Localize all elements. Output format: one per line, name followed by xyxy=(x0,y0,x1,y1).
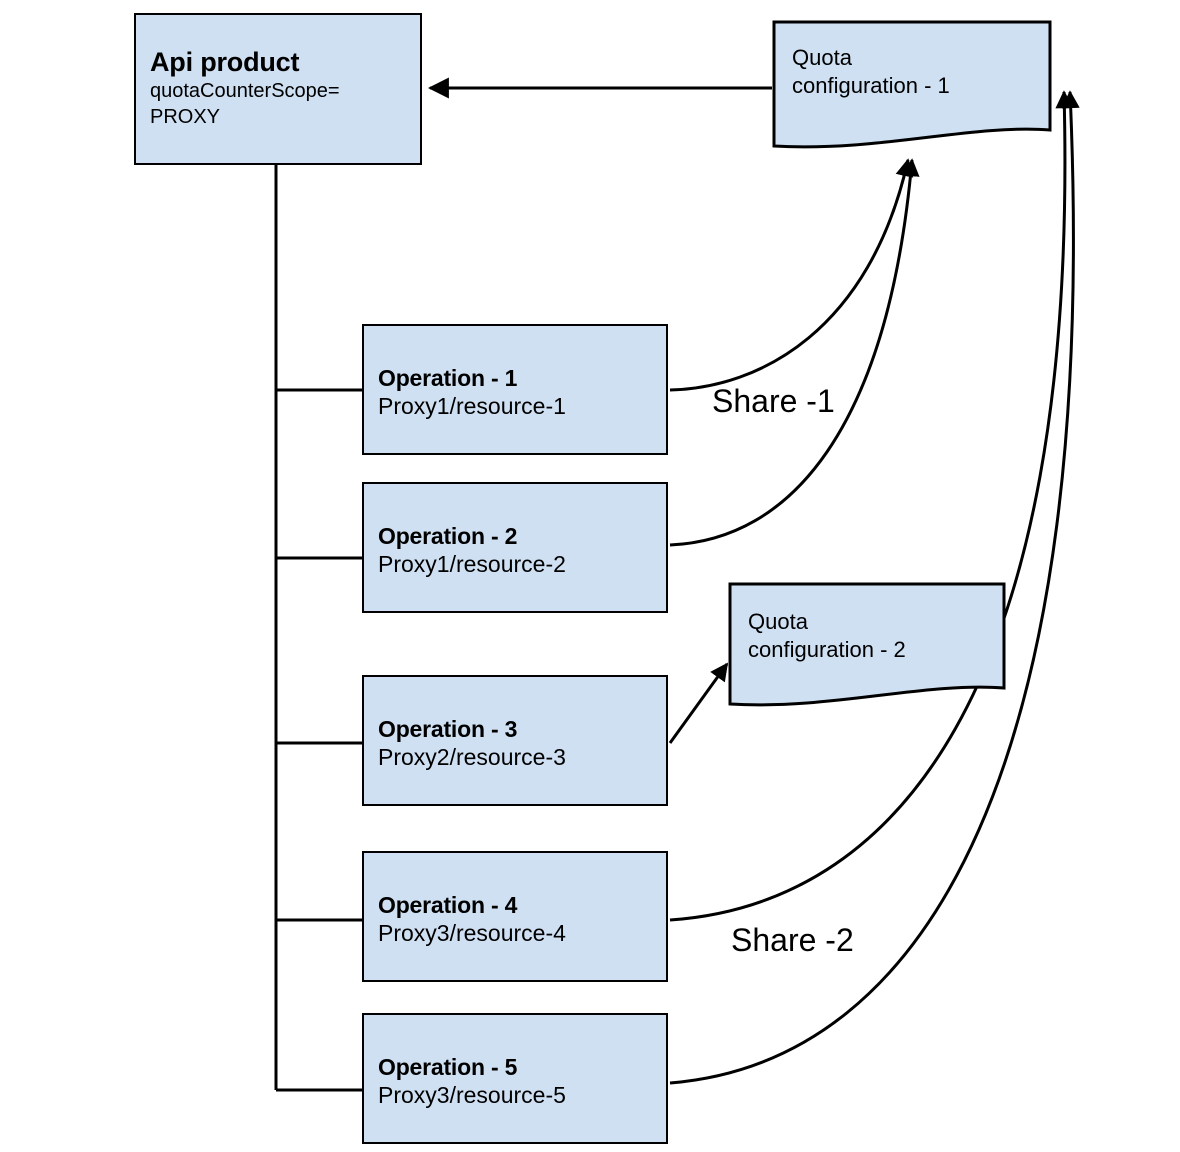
node-operation-2-path: Proxy1/resource-2 xyxy=(378,551,566,578)
node-operation-4-title: Operation - 4 xyxy=(378,892,518,918)
node-api-product-title: Api product xyxy=(150,47,300,77)
node-operation-4[interactable]: Operation - 4 Proxy3/resource-4 xyxy=(362,851,668,982)
document-shape-icon xyxy=(772,20,1052,149)
edge-label-share-2: Share -2 xyxy=(731,922,854,958)
node-api-product-text: Api product quotaCounterScope= PROXY xyxy=(150,46,410,130)
node-operation-5[interactable]: Operation - 5 Proxy3/resource-5 xyxy=(362,1013,668,1144)
node-operation-5-title: Operation - 5 xyxy=(378,1054,518,1080)
edge-op1-to-quota1 xyxy=(669,158,914,392)
node-quota-configuration-1-text: Quota configuration - 1 xyxy=(792,44,1044,99)
node-quota-configuration-1-line2: configuration - 1 xyxy=(792,72,950,98)
node-operation-1-title: Operation - 1 xyxy=(378,365,518,391)
node-operation-1[interactable]: Operation - 1 Proxy1/resource-1 xyxy=(362,324,668,455)
node-quota-configuration-2-line2: configuration - 2 xyxy=(748,636,906,662)
node-operation-4-path: Proxy3/resource-4 xyxy=(378,920,566,947)
node-api-product-line2: quotaCounterScope= xyxy=(150,79,340,102)
node-operation-2-text: Operation - 2 Proxy1/resource-2 xyxy=(378,522,656,578)
edge-op2-to-quota1 xyxy=(669,158,920,547)
node-operation-3-text: Operation - 3 Proxy2/resource-3 xyxy=(378,715,656,771)
node-operation-5-path: Proxy3/resource-5 xyxy=(378,1082,566,1109)
node-quota-configuration-2[interactable]: Quota configuration - 2 xyxy=(726,582,1006,714)
node-operation-4-text: Operation - 4 Proxy3/resource-4 xyxy=(378,891,656,947)
node-api-product[interactable]: Api product quotaCounterScope= PROXY xyxy=(134,13,422,165)
node-quota-configuration-2-text: Quota configuration - 2 xyxy=(748,608,998,663)
node-quota-configuration-1[interactable]: Quota configuration - 1 xyxy=(770,20,1052,152)
node-operation-3[interactable]: Operation - 3 Proxy2/resource-3 xyxy=(362,675,668,806)
edge-label-share-1: Share -1 xyxy=(712,383,835,419)
node-operation-3-path: Proxy2/resource-3 xyxy=(378,744,566,771)
edge-op5-to-quota1 xyxy=(669,90,1080,1085)
node-operation-1-text: Operation - 1 Proxy1/resource-1 xyxy=(378,364,656,420)
node-operation-2[interactable]: Operation - 2 Proxy1/resource-2 xyxy=(362,482,668,613)
edge-op3-to-quota2 xyxy=(668,662,729,744)
node-api-product-line3: PROXY xyxy=(150,105,221,128)
node-operation-5-text: Operation - 5 Proxy3/resource-5 xyxy=(378,1053,656,1109)
node-operation-2-title: Operation - 2 xyxy=(378,523,518,549)
node-quota-configuration-2-line1: Quota xyxy=(748,609,808,634)
node-operation-3-title: Operation - 3 xyxy=(378,716,518,742)
node-operation-1-path: Proxy1/resource-1 xyxy=(378,393,566,420)
document-shape-icon xyxy=(728,582,1006,707)
edge-op4-to-quota1 xyxy=(669,90,1074,922)
node-quota-configuration-1-line1: Quota xyxy=(792,45,852,70)
